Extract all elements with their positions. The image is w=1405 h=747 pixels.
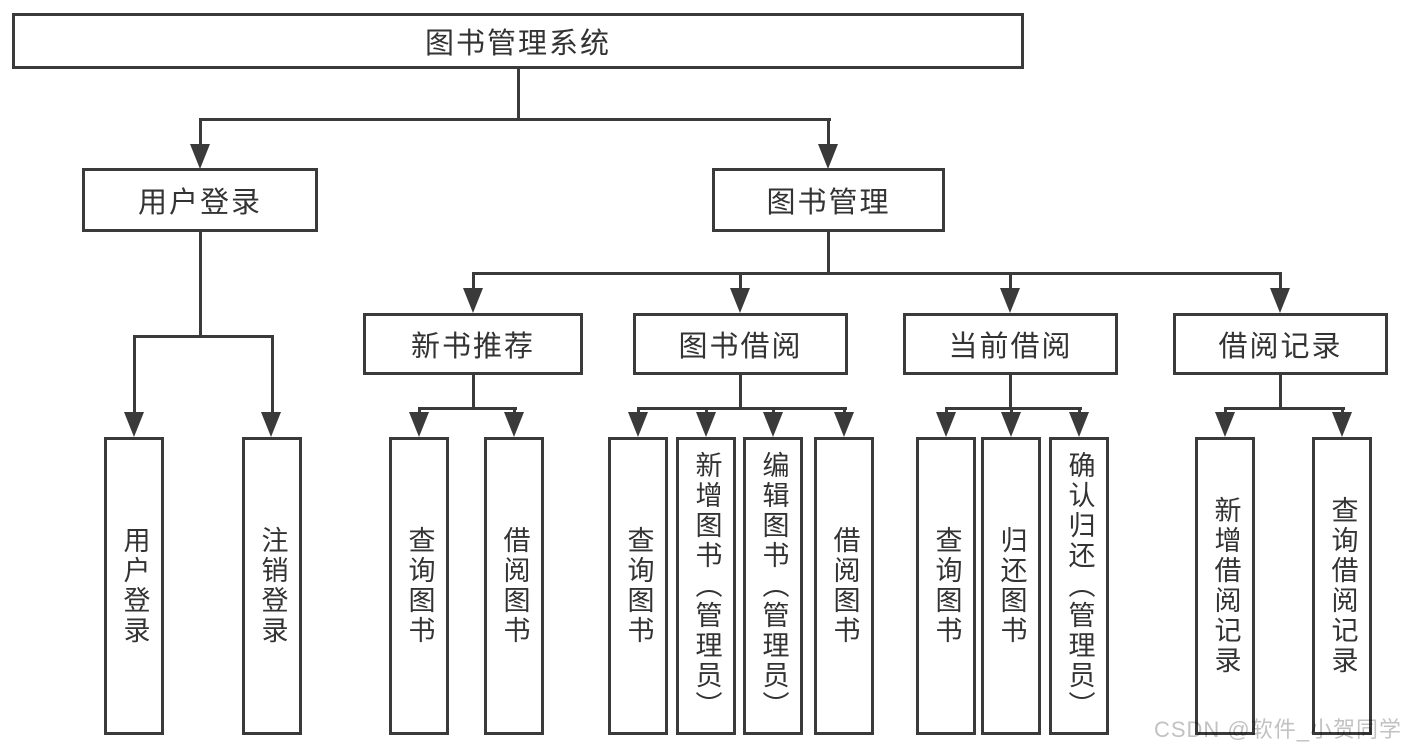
connector-new-book-rail — [418, 407, 517, 410]
arrowhead-borrow-records-icon — [1270, 288, 1290, 313]
connector-drop — [1224, 407, 1227, 415]
arrowhead-user-login-icon — [190, 144, 210, 169]
connector-user-login-rail — [133, 335, 274, 338]
connector-current-borrow-stem — [1009, 375, 1012, 409]
leaf-borrow-books: 借阅图书 — [814, 437, 874, 735]
arrowhead-icon — [936, 412, 956, 437]
arrowhead-icon — [504, 412, 524, 437]
arrowhead-icon — [1332, 412, 1352, 437]
arrowhead-leaf-user-login-icon — [124, 412, 144, 437]
leaf-query-borrow-record: 查询借阅记录 — [1312, 437, 1372, 735]
node-borrow-records: 借阅记录 — [1173, 313, 1388, 375]
leaf-user-login: 用户登录 — [104, 437, 164, 735]
leaf-query-books-recommend: 查询图书 — [389, 437, 449, 735]
connector-drop-user-login — [199, 118, 202, 148]
node-book-borrow: 图书借阅 — [633, 313, 848, 375]
node-new-book-recommend: 新书推荐 — [363, 313, 583, 375]
arrowhead-icon — [696, 412, 716, 437]
connector-book-management-rail — [472, 272, 1282, 275]
connector-drop — [1078, 407, 1081, 415]
watermark-text: CSDN @软件_小贺同学 — [1153, 717, 1402, 742]
leaf-add-book-admin: 新增图书（管理员） — [676, 437, 736, 735]
connector-new-book-stem — [472, 375, 475, 409]
connector-drop — [1341, 407, 1344, 415]
arrowhead-icon — [409, 412, 429, 437]
node-book-management: 图书管理 — [712, 168, 945, 232]
leaf-logout: 注销登录 — [242, 437, 302, 735]
leaf-query-books-borrow: 查询图书 — [608, 437, 668, 735]
arrowhead-icon — [1001, 412, 1021, 437]
connector-root-stem — [517, 69, 520, 120]
connector-drop-leaf-logout — [271, 335, 274, 417]
connector-borrow-records-rail — [1224, 407, 1345, 410]
connector-drop — [1010, 407, 1013, 415]
connector-drop — [945, 407, 948, 415]
connector-book-borrow-stem — [739, 375, 742, 409]
connector-borrow-records-stem — [1279, 375, 1282, 409]
arrowhead-leaf-logout-icon — [261, 412, 281, 437]
leaf-confirm-return-admin: 确认归还（管理员） — [1049, 437, 1109, 735]
arrowhead-icon — [1215, 412, 1235, 437]
leaf-borrow-books-recommend: 借阅图书 — [484, 437, 544, 735]
arrowhead-new-book-icon — [463, 288, 483, 313]
connector-user-login-stem — [199, 232, 202, 337]
connector-drop — [705, 407, 708, 415]
arrowhead-icon — [763, 412, 783, 437]
arrowhead-book-borrow-icon — [730, 288, 750, 313]
connector-drop-borrow-records — [1279, 272, 1282, 290]
connector-drop-book-management — [827, 118, 830, 148]
arrowhead-icon — [628, 412, 648, 437]
connector-root-rail — [199, 118, 831, 121]
node-current-borrow: 当前借阅 — [903, 313, 1118, 375]
connector-drop-leaf-user-login — [133, 335, 136, 417]
connector-drop-new-book — [472, 272, 475, 290]
connector-drop-current-borrow — [1009, 272, 1012, 290]
node-user-login: 用户登录 — [82, 168, 318, 232]
leaf-return-books: 归还图书 — [981, 437, 1041, 735]
connector-book-borrow-rail — [637, 407, 847, 410]
connector-current-borrow-rail — [945, 407, 1082, 410]
arrowhead-current-borrow-icon — [1000, 288, 1020, 313]
connector-drop — [843, 407, 846, 415]
arrowhead-book-management-icon — [818, 144, 838, 169]
connector-drop — [772, 407, 775, 415]
leaf-query-books-current: 查询图书 — [916, 437, 976, 735]
connector-drop — [418, 407, 421, 415]
leaf-edit-book-admin: 编辑图书（管理员） — [743, 437, 803, 735]
arrowhead-icon — [1069, 412, 1089, 437]
connector-book-management-stem — [827, 232, 830, 274]
arrowhead-icon — [834, 412, 854, 437]
node-root: 图书管理系统 — [12, 13, 1024, 69]
connector-drop — [637, 407, 640, 415]
leaf-add-borrow-record: 新增借阅记录 — [1195, 437, 1255, 735]
connector-drop-book-borrow — [739, 272, 742, 290]
connector-drop — [513, 407, 516, 415]
